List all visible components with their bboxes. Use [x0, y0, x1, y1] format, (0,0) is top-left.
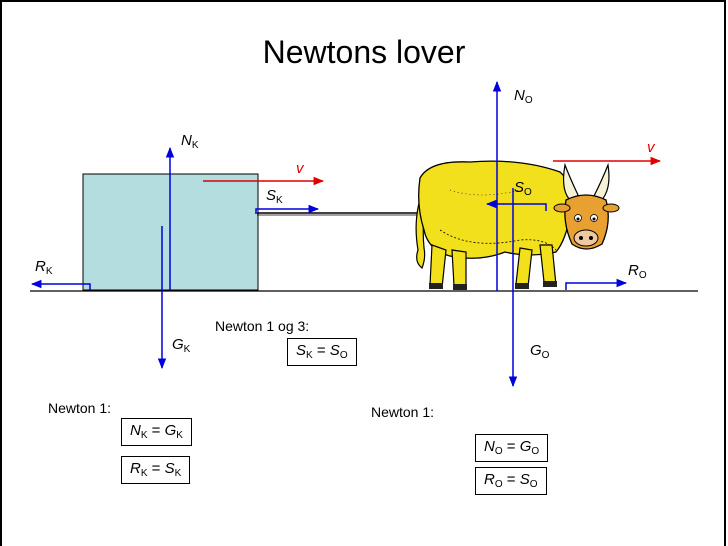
label-NK: NK: [181, 132, 199, 151]
force-SK-arrow: [255, 204, 320, 214]
equation-nk-gk: NK = GK: [121, 418, 192, 446]
caption-newton-1-og-3: Newton 1 og 3:: [215, 318, 310, 334]
label-GK: GK: [172, 336, 191, 355]
equation-sk-so: SK = SO: [287, 338, 357, 366]
ox-clipart: [415, 160, 620, 290]
label-v-left: v: [296, 160, 304, 177]
slide-title: Newtons lover: [262, 34, 466, 70]
force-RK-arrow: [30, 279, 91, 290]
label-SO: SO: [514, 179, 532, 198]
label-RK: RK: [35, 258, 53, 277]
equation-ro-so: RO = SO: [475, 467, 547, 495]
equation-no-go: NO = GO: [475, 434, 549, 462]
label-SK: SK: [266, 187, 283, 206]
force-SO-arrow: [485, 199, 547, 211]
caption-newton-1-right: Newton 1:: [371, 404, 435, 420]
equation-rk-sk: RK = SK: [121, 456, 191, 484]
label-RO: RO: [628, 262, 647, 281]
label-NO: NO: [514, 87, 533, 106]
caption-newton-1-left: Newton 1:: [48, 400, 112, 416]
label-GO: GO: [530, 342, 550, 361]
force-RO-arrow: [565, 278, 628, 290]
label-v-right: v: [647, 139, 655, 156]
